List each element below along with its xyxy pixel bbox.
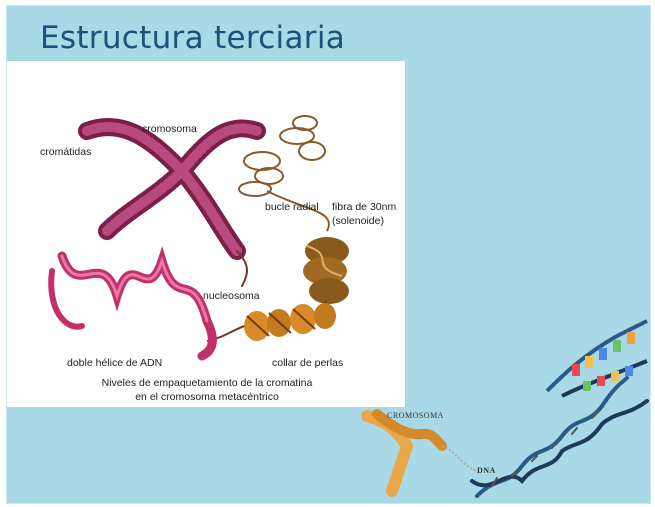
unwound-strands bbox=[547, 321, 647, 396]
label-chromosome-en: CROMOSOMA bbox=[387, 411, 444, 420]
label-solenoide: (solenoide) bbox=[332, 215, 384, 227]
beads-on-string bbox=[207, 301, 336, 341]
label-collar-perlas: collar de perlas bbox=[272, 357, 343, 369]
dna-unwinding-graphic bbox=[347, 296, 650, 503]
label-fibra-30nm: fibra de 30nm bbox=[332, 201, 396, 213]
label-cromosoma: cromosoma bbox=[142, 123, 197, 135]
dna-helix bbox=[51, 256, 212, 356]
label-dna: DNA bbox=[477, 466, 496, 475]
solenoid-fiber bbox=[303, 237, 349, 304]
caption-line-1: Niveles de empaquetamiento de la cromati… bbox=[77, 377, 337, 389]
dna-double-helix bbox=[472, 378, 647, 496]
chromatin-illustration bbox=[7, 61, 405, 407]
chromosome-shape bbox=[87, 127, 257, 286]
label-cromatidas: cromátidas bbox=[40, 146, 91, 158]
label-bucle-radial: bucle radial bbox=[265, 201, 319, 213]
dna-chromosome-illustration: CROMOSOMA DNA bbox=[347, 296, 650, 503]
chromatin-figure: cromátidas cromosoma bucle radial fibra … bbox=[7, 61, 405, 407]
chromosome-icon bbox=[367, 414, 477, 491]
caption-line-2: en el cromosoma metacéntrico bbox=[77, 391, 337, 403]
label-doble-helice: doble hélice de ADN bbox=[67, 357, 162, 369]
label-nucleosoma: nucleosoma bbox=[203, 290, 260, 302]
slide: Estructura terciaria bbox=[6, 5, 651, 504]
slide-title: Estructura terciaria bbox=[40, 20, 345, 56]
